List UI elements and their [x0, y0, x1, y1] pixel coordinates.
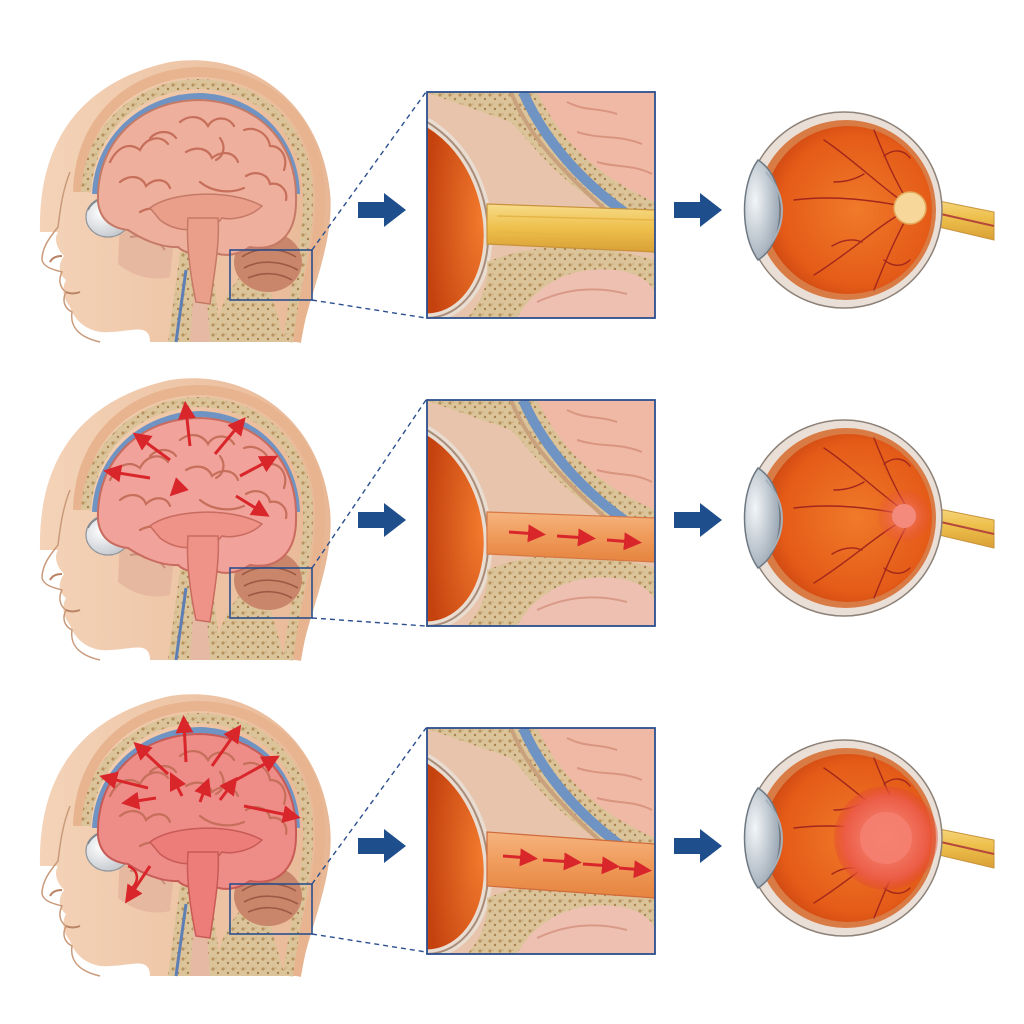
zoom-connector-top	[311, 399, 427, 569]
connector-arrow	[358, 829, 406, 863]
connector-arrow	[358, 193, 406, 227]
pressure-arrows	[99, 715, 301, 904]
zoom-connector-top	[311, 727, 427, 885]
head-cross-section-elevated	[40, 378, 331, 660]
stage-severe-row	[40, 694, 995, 976]
eye-cross-section-normal	[743, 111, 995, 309]
eye-cross-section-severe	[743, 739, 995, 937]
zoom-connector-bottom	[311, 299, 427, 319]
zoom-connector-bottom	[311, 617, 427, 627]
pressure-arrows	[103, 401, 278, 517]
head-cross-section-normal	[40, 60, 331, 342]
optic-disc	[893, 191, 927, 225]
optic-nerve-inset-normal	[426, 91, 656, 319]
connector-arrow	[358, 503, 406, 537]
zoom-connector-top	[311, 91, 427, 251]
connector-arrow	[674, 829, 722, 863]
connector-arrow	[674, 193, 722, 227]
optic-nerve-inset-elevated	[426, 399, 656, 627]
stage-elevated-row	[40, 378, 995, 660]
optic-nerve-inset-severe	[426, 727, 656, 955]
stage-normal-row	[40, 60, 995, 342]
connector-arrow	[674, 503, 722, 537]
head-cross-section-severe	[40, 694, 331, 976]
eye-cross-section-elevated	[743, 419, 995, 617]
zoom-connector-bottom	[311, 933, 427, 953]
